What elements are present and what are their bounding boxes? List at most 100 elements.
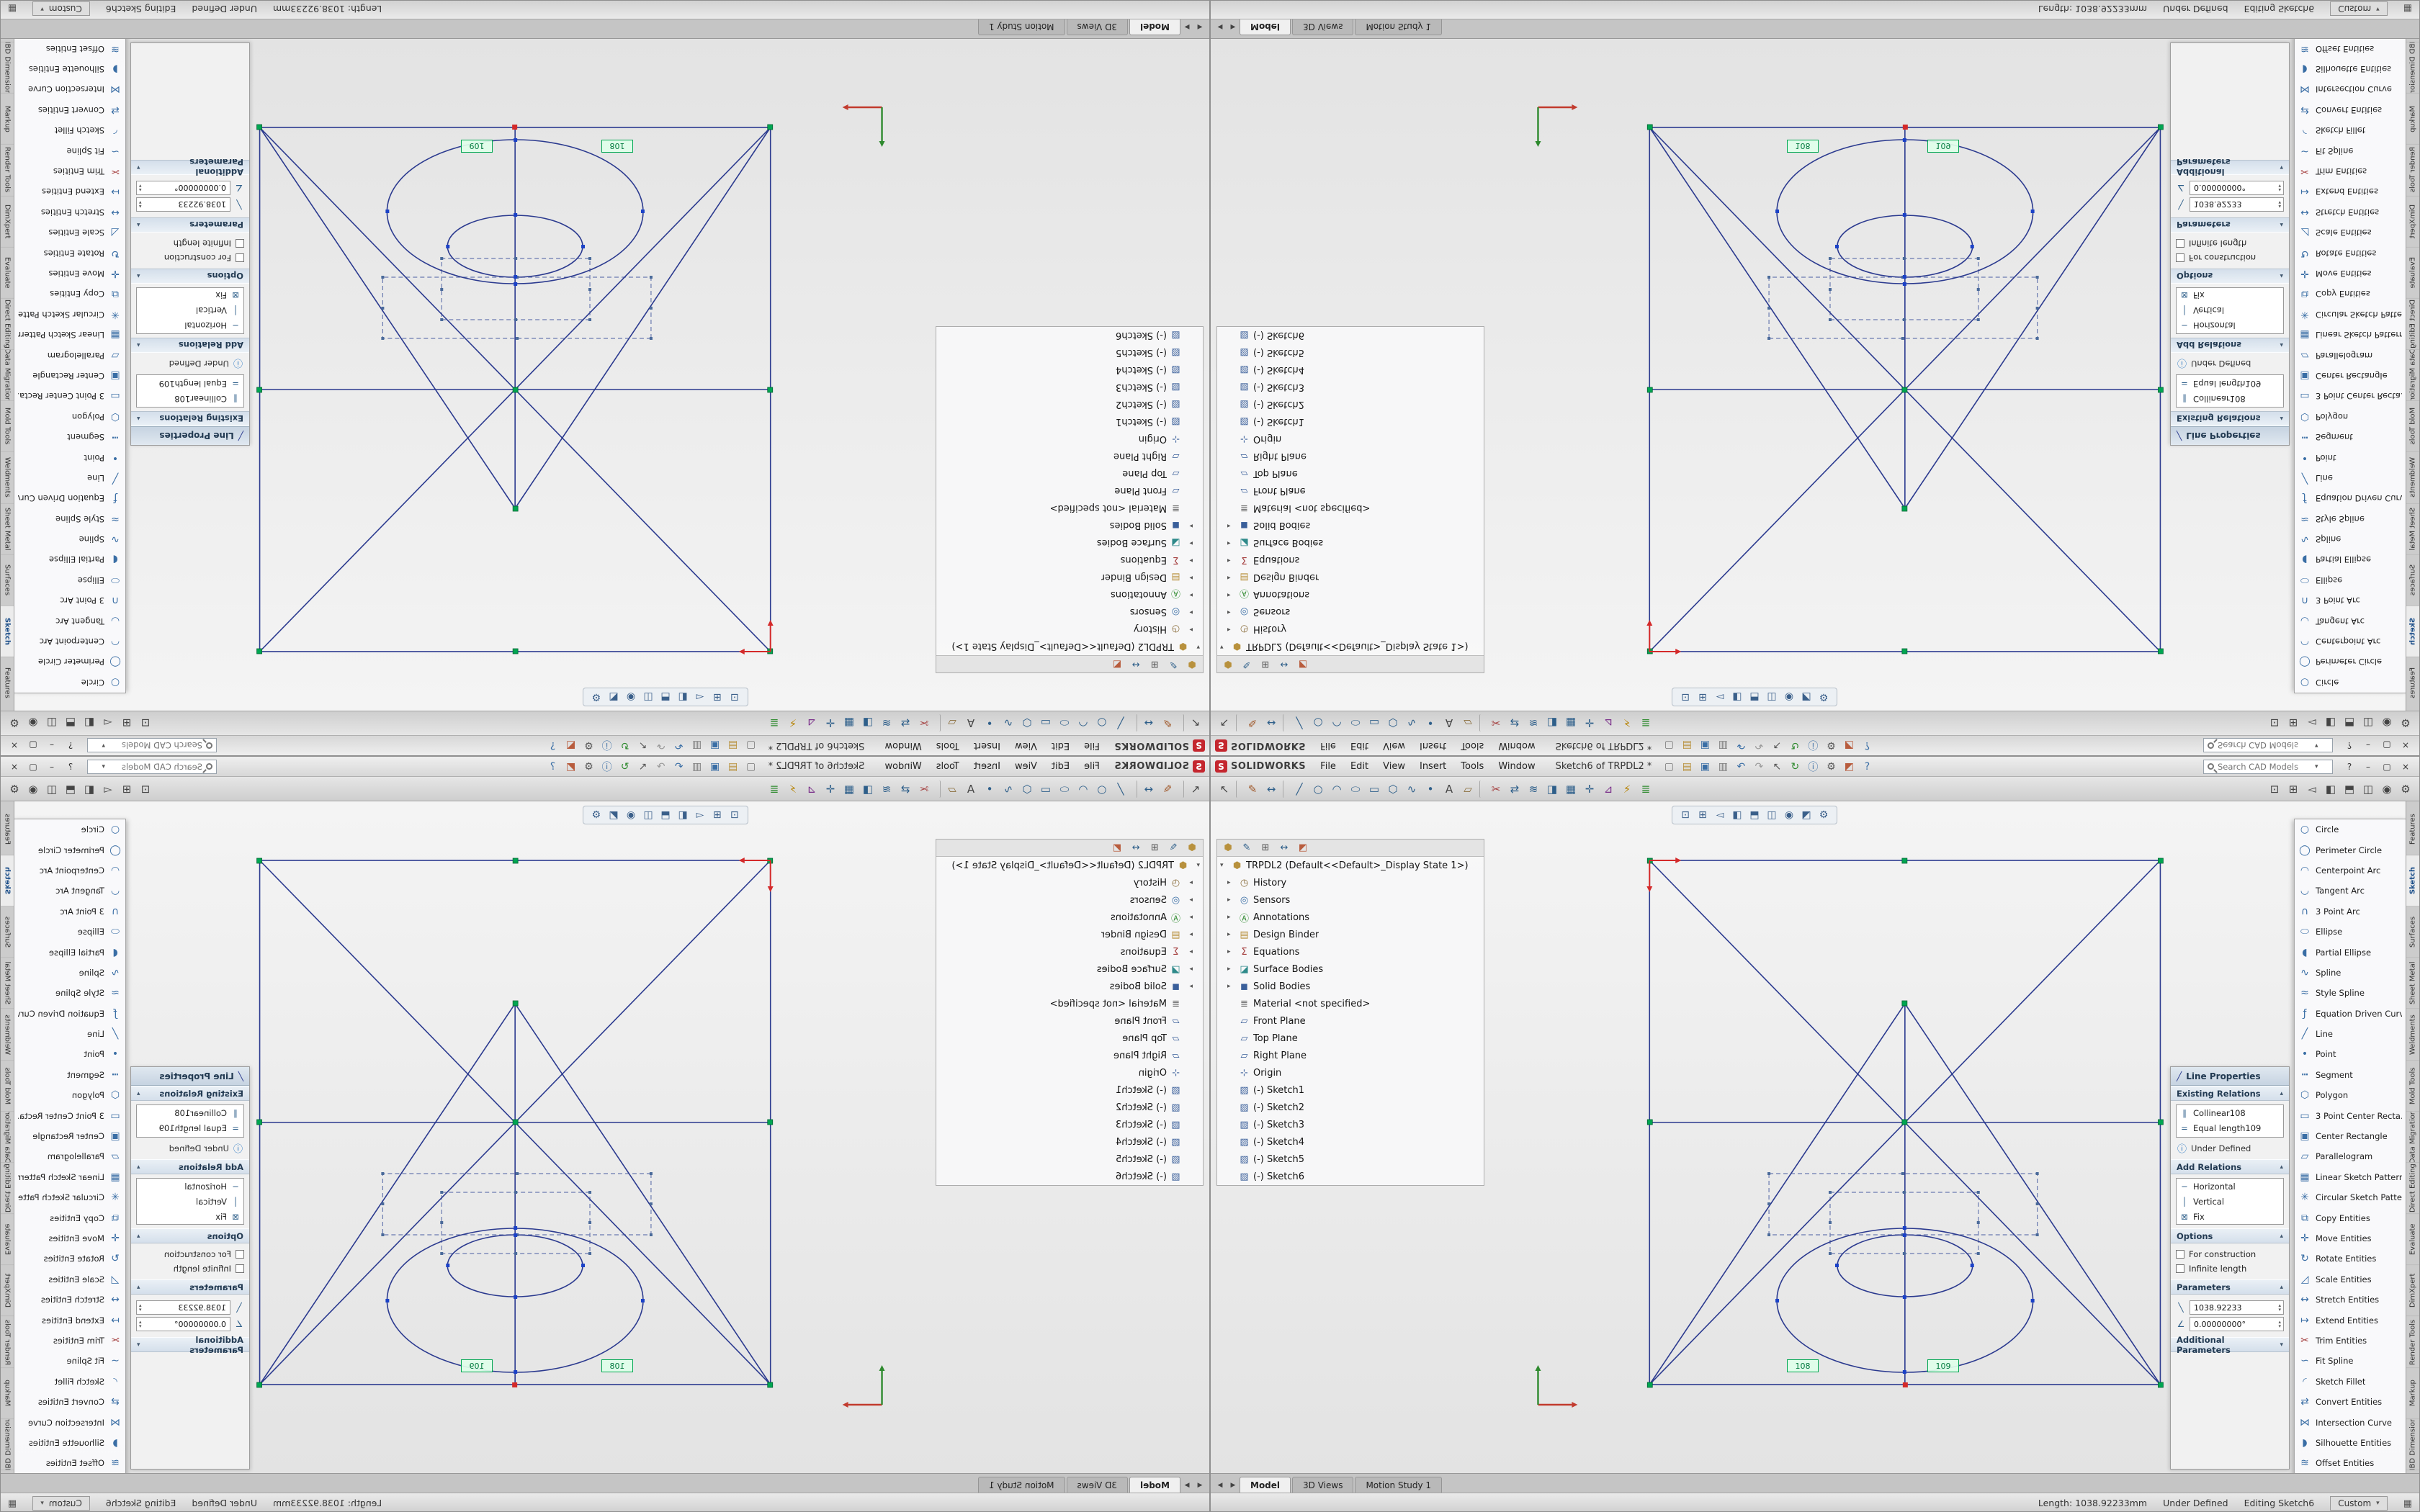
minimize-button[interactable]: – (50, 740, 54, 751)
side-tab-render-tools[interactable]: Render Tools (2406, 1316, 2419, 1368)
help-button[interactable]: ? (2347, 761, 2352, 772)
zoom-area-icon[interactable]: ⊞ (117, 714, 136, 734)
tree-item-equations[interactable]: ▸ Σ Equations (936, 552, 1203, 569)
circular-sketch-pattern-tool[interactable]: ✳ Circular Sketch Pattern (2295, 1187, 2406, 1207)
toolbar-icon[interactable] (936, 780, 941, 798)
spline-icon[interactable]: ∿ (999, 779, 1018, 799)
side-tab-evaluate[interactable]: Evaluate (1, 246, 14, 298)
tree-item-sketch3[interactable]: ▨ (-) Sketch3 (936, 379, 1203, 396)
tab-model[interactable]: Model (1129, 19, 1180, 35)
side-tab-mbd-dimensions[interactable]: MBD Dimensions (2406, 41, 2419, 94)
fit-spline-tool[interactable]: ∽ Fit Spline (14, 1351, 125, 1371)
spline-tool[interactable]: ∿ Spline (14, 963, 125, 983)
zoom-area-icon[interactable]: ⊞ (2284, 779, 2303, 799)
print-icon[interactable]: ▥ (1714, 759, 1731, 775)
sketch-point-handles[interactable] (381, 257, 653, 340)
line-icon[interactable]: ╱ (1111, 714, 1130, 734)
search-dropdown-icon[interactable]: ▾ (2315, 742, 2318, 750)
polygon-tool[interactable]: ⬡ Polygon (2295, 1085, 2406, 1105)
displaymanager-tab-icon[interactable]: ◩ (1112, 842, 1122, 853)
ellipse-icon[interactable]: ⬭ (1055, 779, 1074, 799)
maximize-button[interactable]: ▢ (29, 761, 37, 772)
section-view-icon[interactable]: ◧ (1732, 809, 1742, 821)
display-style-icon[interactable]: ◫ (2359, 714, 2378, 734)
tree-item-sketch1[interactable]: ▨ (-) Sketch1 (1217, 413, 1484, 431)
option-checkbox[interactable]: Infinite length (136, 1261, 244, 1276)
tree-expand-icon[interactable]: ▸ (1227, 591, 1231, 598)
equation-driven-curve-tool[interactable]: ƒ Equation Driven Curve (2295, 1004, 2406, 1024)
previous-view-icon[interactable]: ◅ (99, 714, 117, 734)
tree-item-front-plane[interactable]: ▱ Front Plane (1217, 1012, 1484, 1030)
search-box[interactable]: ▾ (87, 738, 217, 753)
toolbar-icon[interactable] (1179, 714, 1184, 732)
sketch-icon[interactable]: ✎ (1158, 714, 1177, 734)
dimxpertmanager-tab-icon[interactable]: ↔ (1131, 842, 1140, 853)
side-tab-surfaces[interactable]: Surfaces (2406, 554, 2419, 606)
relation-callout[interactable]: 109 (461, 140, 493, 153)
tree-expand-icon[interactable]: ▸ (1189, 522, 1193, 529)
linear-sketch-pattern-tool[interactable]: ▦ Linear Sketch Pattern (2295, 325, 2406, 345)
offset-entities-tool[interactable]: ≋ Offset Entities (2295, 1453, 2406, 1473)
option-checkbox[interactable]: For construction (2176, 1247, 2284, 1261)
sketch-fillet-tool[interactable]: ◜ Sketch Fillet (2295, 120, 2406, 140)
options-gear-icon[interactable]: ⚙ (5, 779, 24, 799)
menu-item[interactable]: Tools (1461, 761, 1484, 772)
new-file-icon[interactable]: ▢ (1660, 738, 1677, 754)
tree-expand-icon[interactable]: ▸ (1227, 914, 1231, 921)
checkbox-icon[interactable] (2176, 239, 2184, 248)
save-icon[interactable]: ▣ (707, 738, 724, 754)
tree-item-top-plane[interactable]: ▱ Top Plane (1217, 465, 1484, 482)
view-orientation-icon[interactable]: ⬒ (2340, 714, 2359, 734)
menu-item[interactable]: Window (1498, 740, 1536, 751)
construction-box-outer[interactable] (382, 1173, 652, 1236)
select-icon[interactable]: ↖ (635, 738, 652, 754)
select-icon[interactable]: ↖ (1768, 738, 1785, 754)
extend-entities-tool[interactable]: ↦ Extend Entities (14, 181, 125, 202)
construction-box-inner[interactable] (441, 258, 591, 320)
repair-sketch-icon[interactable]: ⚡ (1618, 714, 1636, 734)
circular-sketch-pattern-tool[interactable]: ✳ Circular Sketch Pattern (14, 305, 125, 325)
partial-ellipse-tool[interactable]: ◖ Partial Ellipse (14, 549, 125, 570)
units-selector[interactable]: Custom (32, 1, 90, 17)
add-relation-vertical[interactable]: │ Vertical (2177, 303, 2283, 318)
tree-item-root[interactable]: ▾ ⬢ TRPDL2 (Default<<Default>_Display St… (1217, 857, 1484, 874)
tree-item-equations[interactable]: ▸ Σ Equations (1217, 552, 1484, 569)
menu-item[interactable]: Tools (936, 740, 959, 751)
view-settings-icon[interactable]: ⚙ (1819, 809, 1829, 821)
arc-icon[interactable]: ◠ (1074, 779, 1093, 799)
side-tab-features[interactable]: Features (2406, 656, 2419, 708)
section-parameters[interactable]: Parameters▴ (131, 1279, 249, 1295)
new-file-icon[interactable]: ▢ (1660, 759, 1677, 775)
move-entities-tool[interactable]: ✛ Move Entities (14, 264, 125, 284)
sketch-triangle-right-side[interactable] (259, 127, 516, 509)
tree-item-sketch2[interactable]: ▨ (-) Sketch2 (936, 396, 1203, 413)
tree-expand-icon[interactable]: ▸ (1227, 966, 1231, 973)
tree-item-sketch4[interactable]: ▨ (-) Sketch4 (936, 1133, 1203, 1151)
tab-scroll-left-icon[interactable] (1214, 19, 1227, 34)
angle-parameter-field[interactable]: ∠ 0.00000000° (2176, 1317, 2284, 1331)
menu-item[interactable]: File (1320, 761, 1336, 772)
side-tab-weldments[interactable]: Weldments (1, 451, 14, 503)
circular-sketch-pattern-tool[interactable]: ✳ Circular Sketch Pattern (14, 1187, 125, 1207)
zoom-fit-icon[interactable]: ⊡ (136, 714, 155, 734)
length-parameter-field[interactable]: ╲ 1038.92233 (136, 1300, 244, 1315)
help-button[interactable]: ? (2347, 740, 2352, 751)
instant2d-icon[interactable]: ≣ (765, 714, 784, 734)
close-button[interactable]: × (10, 761, 19, 772)
featuremanager-tab-icon[interactable]: ⬢ (1188, 842, 1196, 853)
instant2d-icon[interactable]: ≣ (1636, 779, 1655, 799)
display-style-icon[interactable]: ◫ (1767, 691, 1777, 703)
save-icon[interactable]: ▣ (707, 759, 724, 775)
tree-expand-icon[interactable]: ▸ (1189, 948, 1193, 955)
line-icon[interactable]: ╱ (1290, 779, 1309, 799)
point-tool[interactable]: • Point (2295, 1044, 2406, 1064)
section-options[interactable]: Options▴ (131, 269, 249, 284)
section-view-icon[interactable]: ◧ (80, 779, 99, 799)
tree-item-history[interactable]: ▸ ◷ History (1217, 621, 1484, 638)
silhouette-entities-tool[interactable]: ◗ Silhouette Entities (2295, 59, 2406, 79)
add-relation-vertical[interactable]: │ Vertical (137, 303, 243, 318)
point-tool[interactable]: • Point (14, 447, 125, 467)
side-tab-features[interactable]: Features (1, 656, 14, 708)
parallelogram-tool[interactable]: ▱ Parallelogram (2295, 345, 2406, 365)
trim-entities-tool[interactable]: ✂ Trim Entities (14, 1331, 125, 1351)
